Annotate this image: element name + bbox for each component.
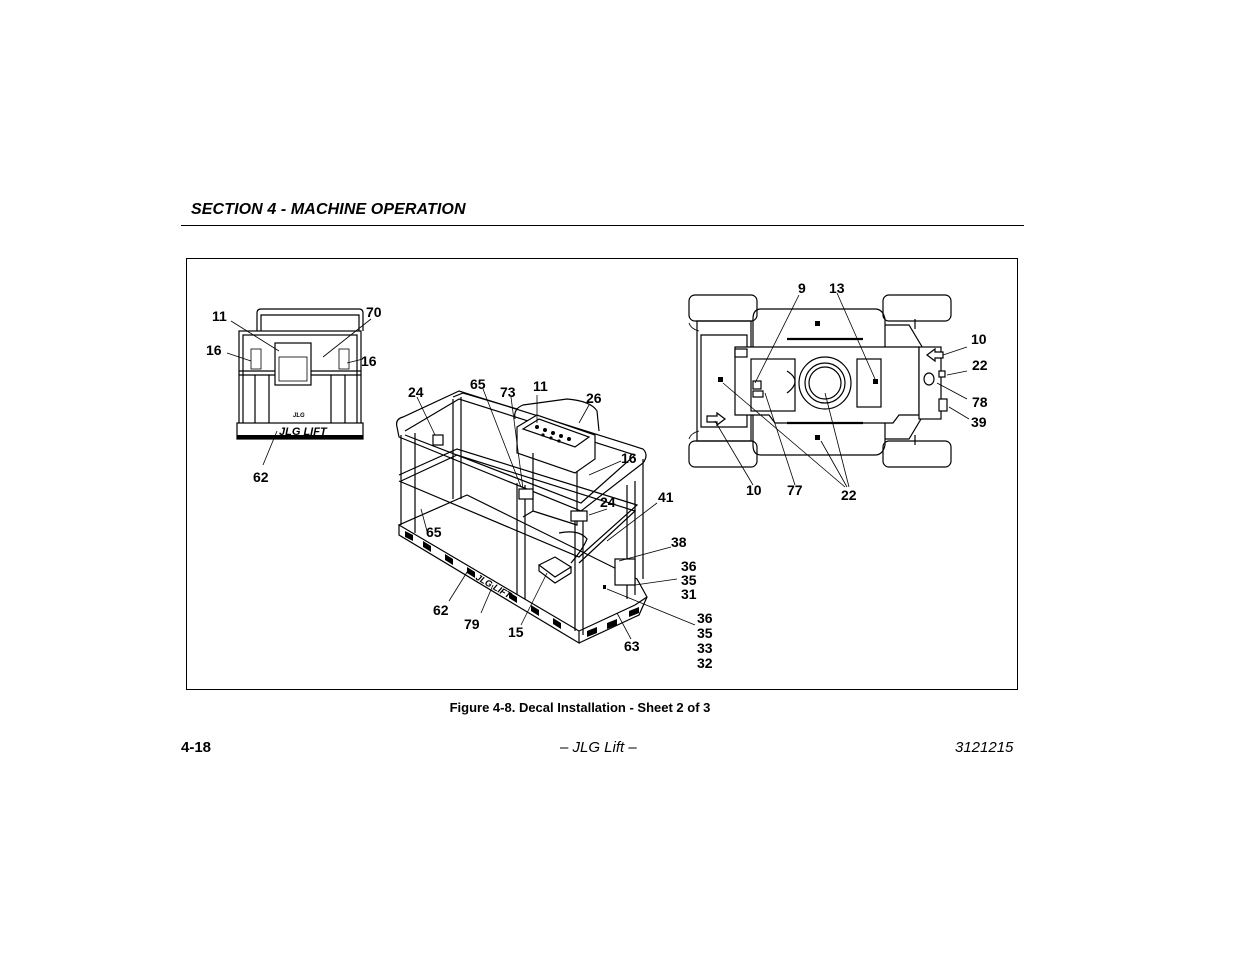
callout-rear-16-left: 16 [206,342,222,358]
callout-chassis-10-left: 10 [746,482,762,498]
rear-view-small-brand-mark: JLG [293,413,305,419]
figure-frame: JLG LIFT JLG [186,258,1018,690]
callout-platform-41: 41 [658,489,674,505]
callout-platform-15: 15 [508,624,524,640]
callout-rear-62: 62 [253,469,269,485]
callout-platform-65-bottom: 65 [426,524,442,540]
callout-platform-11: 11 [533,378,548,394]
rear-view-brand-mark: JLG LIFT [279,426,328,438]
callout-platform-32: 32 [697,655,713,671]
callout-rear-70: 70 [366,304,382,320]
callout-chassis-39: 39 [971,414,987,430]
callout-platform-35-lower: 35 [697,625,713,641]
callout-rear-16-right: 16 [361,353,377,369]
decal-installation-drawing: JLG LIFT JLG [226,292,970,645]
callout-platform-38: 38 [671,534,687,550]
callout-chassis-78: 78 [972,394,988,410]
callout-platform-16: 16 [621,450,637,466]
callout-platform-24-left: 24 [408,384,424,400]
footer-publisher: – JLG Lift – [560,739,637,756]
section-title: SECTION 4 - MACHINE OPERATION [191,201,466,218]
callout-platform-73: 73 [500,384,516,400]
callout-chassis-77: 77 [787,482,803,498]
document-number: 3121215 [955,739,1014,756]
header-rule [181,225,1024,226]
callout-platform-31: 31 [681,586,697,602]
page-number: 4-18 [181,739,212,756]
callout-platform-62: 62 [433,602,449,618]
figure-caption: Figure 4-8. Decal Installation - Sheet 2… [449,700,711,715]
callout-chassis-9: 9 [798,280,806,296]
callout-platform-35-upper: 35 [681,572,697,588]
callout-platform-36-lower: 36 [697,610,713,626]
callout-platform-33: 33 [697,640,713,656]
callout-platform-26: 26 [586,390,602,406]
callout-platform-36-upper: 36 [681,558,697,574]
callout-platform-24-right: 24 [600,494,616,510]
callout-rear-11: 11 [212,308,227,324]
chassis-top-view [688,292,970,488]
platform-isometric-view: JLG LIFT [396,388,696,645]
callout-platform-65-top: 65 [470,376,486,392]
callout-platform-79: 79 [464,616,480,632]
platform-rear-view: JLG LIFT JLG [226,308,372,466]
callout-chassis-13: 13 [829,280,845,296]
callout-platform-63: 63 [624,638,640,654]
callout-chassis-10-right: 10 [971,331,987,347]
callout-chassis-22-right: 22 [972,357,988,373]
callout-chassis-22-bottom: 22 [841,487,857,503]
